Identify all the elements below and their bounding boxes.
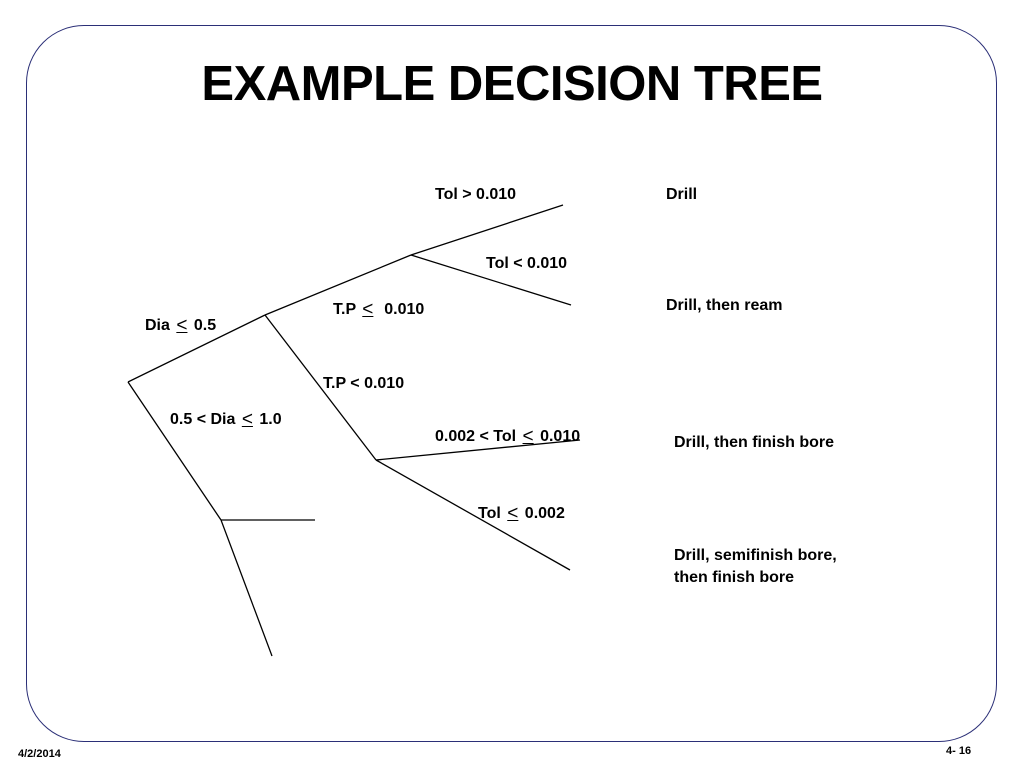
branch-tp-lower [264,314,377,461]
footer-date: 4/2/2014 [18,748,61,760]
branch-tol-mid [375,439,581,461]
label-dia-mid: 0.5 < Dia < 1.0 [170,409,282,430]
slide-frame [26,25,997,742]
branch-tol-small [375,459,571,571]
outcome-drill-ream: Drill, then ream [666,297,783,314]
label-tp-le: T.P < 0.010 [333,299,425,320]
label-dia-small: Dia < 0.5 [145,315,217,336]
label-tol-lt: Tol < 0.010 [486,255,568,272]
branch-root-lower [127,381,222,521]
outcome-drill: Drill [666,186,698,203]
slide-title: EXAMPLE DECISION TREE [201,57,823,111]
branch-root-upper [127,314,266,383]
footer-page-number: 4- 16 [946,745,972,757]
branch-tol-gt [410,204,564,256]
outcome-semifinish-line1: Drill, semifinish bore, [674,547,837,564]
branch-tp-upper [264,254,412,316]
outcome-drill-semifinish: Drill, semifinish bore, then finish bore [674,545,837,589]
outcome-drill-finish-bore: Drill, then finish bore [674,434,835,451]
label-tol-small: Tol < 0.002 [478,503,565,524]
branch-large-stub [220,519,273,657]
label-tol-mid: 0.002 < Tol < 0.010 [435,426,581,447]
branch-tol-lt [410,254,572,306]
outcome-semifinish-line2: then finish bore [674,569,794,586]
label-tol-gt: Tol > 0.010 [435,186,517,203]
label-tp-lt: T.P < 0.010 [323,375,405,392]
